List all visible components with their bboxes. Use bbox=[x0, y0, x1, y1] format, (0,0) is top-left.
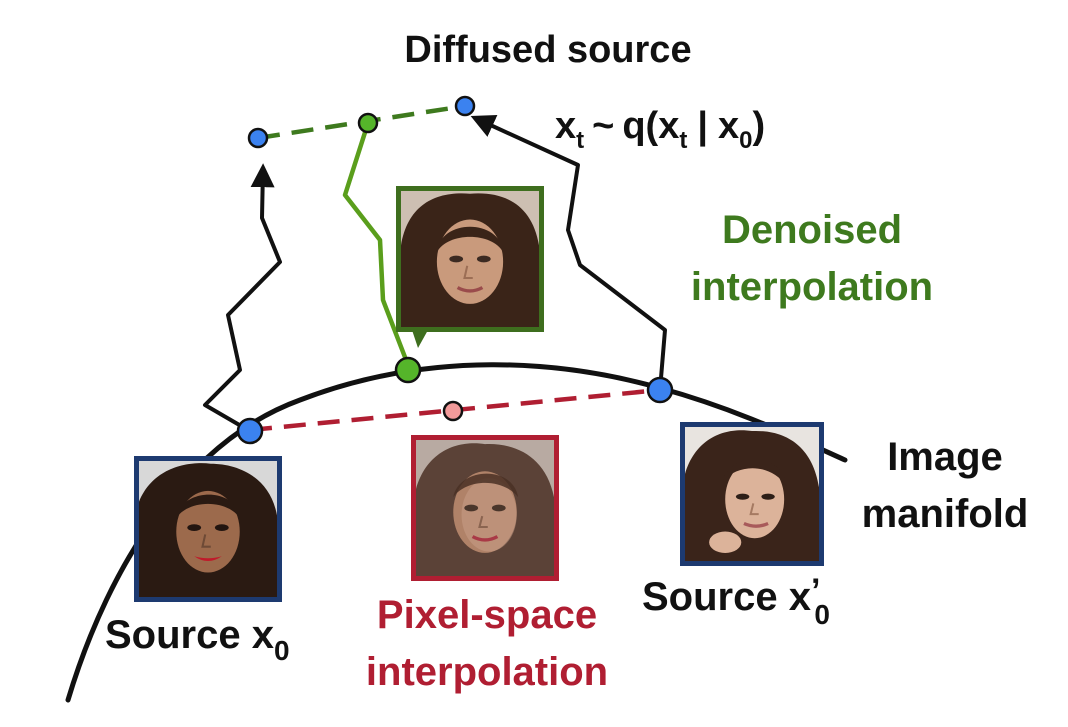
denoising-path bbox=[342, 122, 411, 366]
diffused-source-title: Diffused source bbox=[404, 29, 691, 71]
diffused-formula: xt~q(xt|x0) bbox=[555, 105, 765, 154]
source-right-label: Source x’0 bbox=[642, 572, 830, 630]
pixel-space-label-line2: interpolation bbox=[366, 650, 608, 694]
denoised-face-image bbox=[396, 186, 544, 332]
source-left-label: Source x0 bbox=[105, 613, 290, 666]
right-diffusion-path bbox=[470, 115, 667, 391]
source-point-right bbox=[646, 376, 674, 404]
denoised-label-line1: Denoised bbox=[722, 208, 902, 252]
denoised-label-line2: interpolation bbox=[691, 265, 933, 309]
denoised-point bbox=[394, 356, 422, 384]
source-left-face-image bbox=[134, 456, 282, 602]
denoised-callout-pointer bbox=[412, 330, 428, 348]
source-right-face-image bbox=[680, 422, 824, 566]
pixel-space-point bbox=[442, 400, 464, 422]
source-point-left bbox=[236, 417, 264, 445]
manifold-label-line2: manifold bbox=[862, 492, 1029, 536]
left-diffusion-path bbox=[203, 163, 282, 432]
pixel-space-face-image bbox=[411, 435, 559, 581]
diffused-point-left bbox=[247, 127, 269, 149]
diffused-point-mid bbox=[357, 112, 379, 134]
manifold-label-line1: Image bbox=[887, 435, 1003, 479]
diffused-point-right bbox=[454, 95, 476, 117]
pixel-space-label-line1: Pixel-space bbox=[377, 593, 597, 637]
